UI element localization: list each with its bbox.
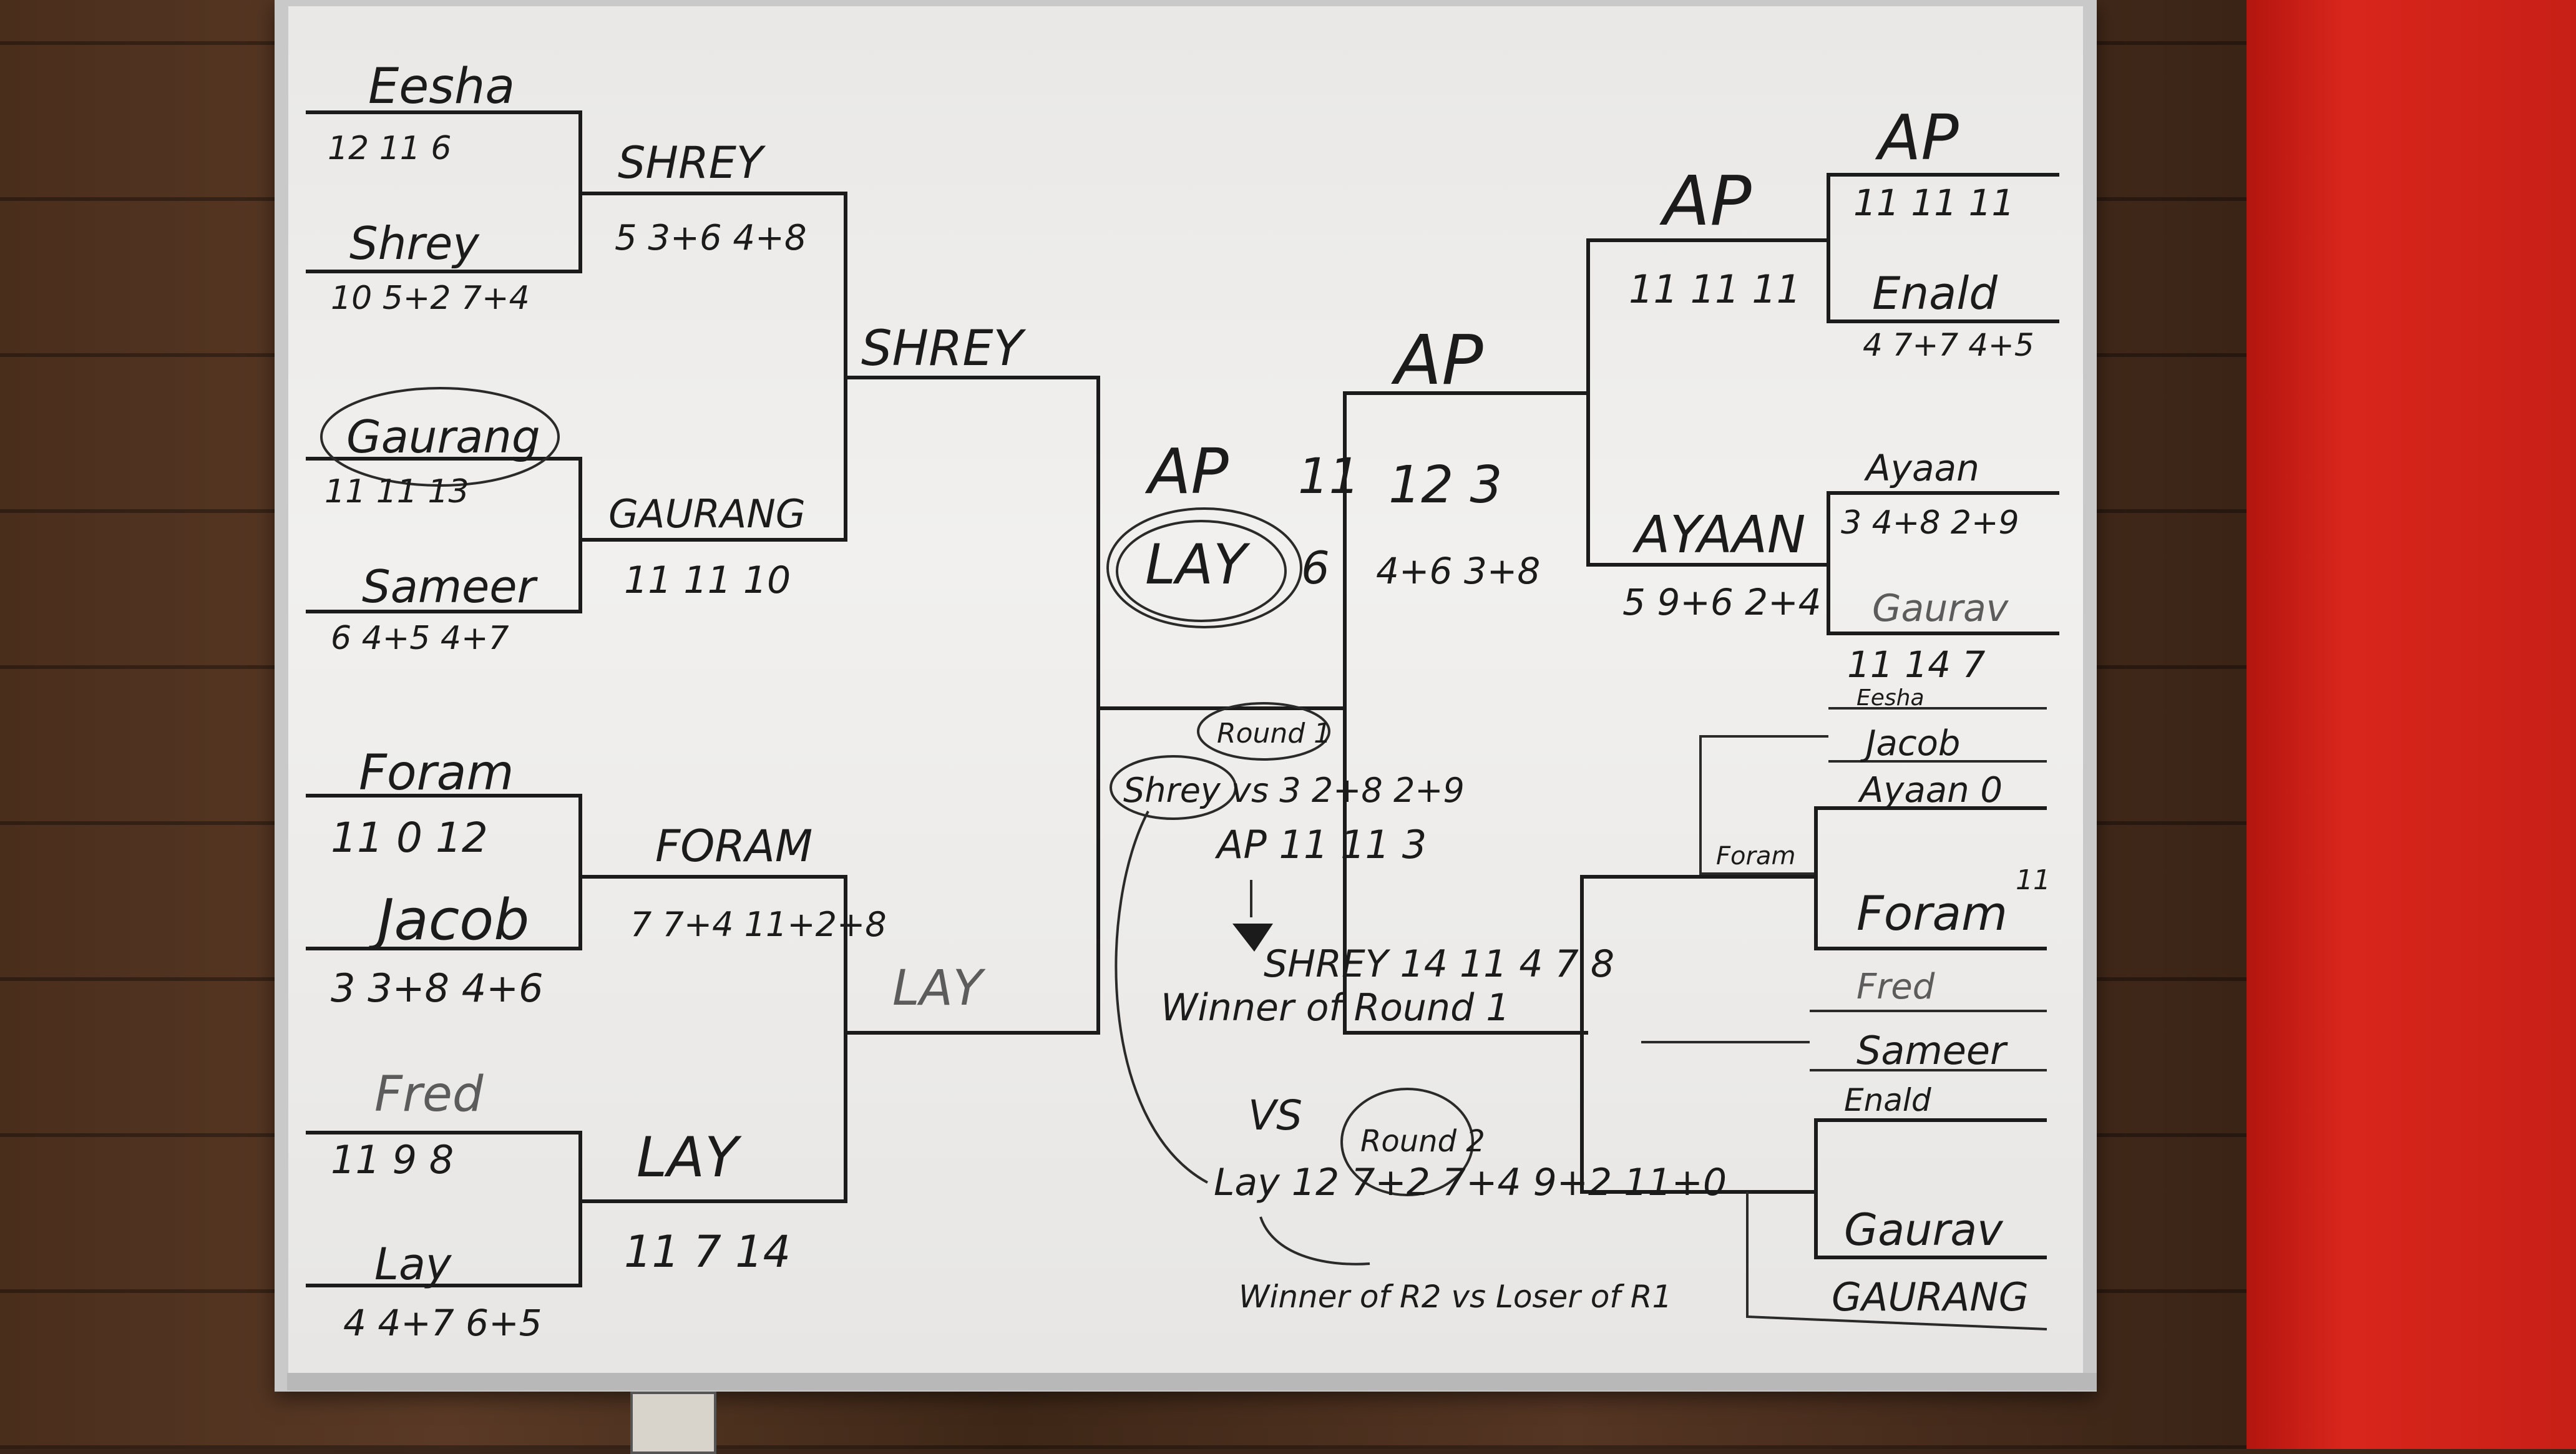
player-name: Sameer (362, 560, 539, 613)
match-line: Shrey vs 3 2+8 2+9 (1123, 771, 1465, 810)
player-name: AP (1875, 101, 1959, 174)
vs-label: VS (1248, 1091, 1302, 1139)
player-name: Sameer (1856, 1028, 2008, 1073)
score-line: 7 7+4 11+2+8 (630, 905, 887, 944)
player-name: Ayaan (1863, 447, 1979, 489)
player-name: Foram (359, 745, 514, 801)
score-line: 11 11 11 (1629, 266, 1801, 312)
score-line: 4 4+7 6+5 (343, 1302, 542, 1344)
marker-tray (287, 1373, 2097, 1390)
player-name: AYAAN (1632, 505, 1805, 565)
finalist-score: 6 (1301, 542, 1330, 594)
player-name: GAURANG (1832, 1274, 2029, 1320)
player-name: LAY (637, 1125, 742, 1189)
player-name: Lay (374, 1239, 452, 1290)
left-r3: SHREY LAY (846, 321, 1345, 1035)
round-label: Round 1 (1217, 718, 1331, 749)
red-wall (2247, 0, 2576, 1449)
player-name: AP (1391, 320, 1483, 400)
score-line: 11 9 8 (331, 1137, 454, 1183)
player-name: Gaurav (1844, 1204, 2004, 1256)
player-name: Jacob (1860, 723, 1960, 764)
player-name: Gaurav (1872, 587, 2009, 630)
player-name: SHREY (861, 321, 1027, 377)
score-line: 11 11 10 (624, 559, 791, 602)
score-line: 3 3+8 4+6 (331, 965, 544, 1011)
match-line: AP 11 11 3 (1214, 822, 1427, 867)
score-line: 4 7+7 4+5 (1863, 327, 2034, 363)
left-r1-match-3: Foram 11 0 12 Jacob 3 3+8 4+6 (306, 745, 582, 1011)
score-line: 5 9+6 2+4 (1622, 581, 1822, 623)
player-name: Fred (1856, 967, 1935, 1007)
player-name: LAY (892, 960, 986, 1017)
left-r1-match-1: Eesha 12 11 6 Shrey 10 5+2 7+4 (306, 59, 582, 317)
score-line: 10 5+2 7+4 (331, 280, 530, 317)
left-r1-match-2: Gaurang 11 11 13 Sameer 6 4+5 4+7 (306, 387, 582, 657)
losers-bracket: Eesha Jacob Ayaan 0 Foram Foram 11 Fred … (1580, 685, 2051, 1330)
match-line: Lay 12 7+2 7+4 9+2 11+0 (1214, 1161, 1727, 1204)
player-name: Ayaan 0 (1858, 770, 2003, 811)
player-name: GAURANG (608, 491, 806, 537)
score-line: 12 3 (1388, 456, 1503, 515)
player-name: Eesha (1856, 685, 1925, 711)
player-name: Enald (1844, 1082, 1931, 1118)
score-line: 12 11 6 (328, 130, 451, 167)
score-line: 6 4+5 4+7 (331, 620, 509, 657)
center-final: AP 11 LAY 6 Round 1 Shrey vs 3 2+8 2+9 A… (1106, 435, 1727, 1315)
player-name: FORAM (655, 821, 812, 872)
finalist-name: AP (1144, 435, 1229, 508)
finalist-name: LAY (1145, 532, 1251, 597)
match-line: SHREY 14 11 4 7 8 (1264, 942, 1614, 986)
player-name: AP (1659, 161, 1752, 241)
score-line: 3 4+8 2+9 (1841, 504, 2019, 542)
score-line: 11 7 14 (624, 1226, 791, 1277)
player-name: Foram (1716, 842, 1795, 871)
round-label: Round 2 (1360, 1124, 1485, 1159)
player-name: Jacob (368, 887, 529, 953)
player-name: Foram (1856, 886, 2008, 941)
finalist-score: 11 (1298, 449, 1360, 505)
score-line: 11 11 13 (324, 473, 469, 510)
score-line: 11 14 7 (1847, 643, 1985, 686)
score-line: 4+6 3+8 (1376, 550, 1540, 592)
player-name: Gaurang (346, 411, 540, 463)
left-r2: SHREY 5 3+6 4+8 GAURANG 11 11 10 FORAM 7… (580, 137, 887, 1277)
right-r3: AP 12 3 4+6 3+8 (1343, 320, 1588, 1035)
player-name: Fred (374, 1066, 484, 1123)
player-name: Eesha (368, 59, 515, 115)
score-line: 11 11 11 (1853, 182, 2014, 224)
score-line: 11 0 12 (331, 814, 488, 862)
score-line: 11 (2016, 864, 2051, 896)
score-line: 5 3+6 4+8 (615, 218, 807, 258)
left-r1-match-4: Fred 11 9 8 Lay 4 4+7 6+5 (306, 1066, 582, 1344)
player-name: Shrey (349, 217, 480, 270)
note-line: Winner of Round 1 (1161, 986, 1510, 1030)
player-name: SHREY (618, 137, 766, 188)
right-r2: AP 11 11 11 AYAAN 5 9+6 2+4 (1586, 161, 1828, 623)
right-r1: AP 11 11 11 Enald 4 7+7 4+5 Ayaan 3 4+8 … (1827, 101, 2059, 686)
player-name: Enald (1872, 267, 1998, 320)
note-line: Winner of R2 vs Loser of R1 (1239, 1279, 1672, 1315)
